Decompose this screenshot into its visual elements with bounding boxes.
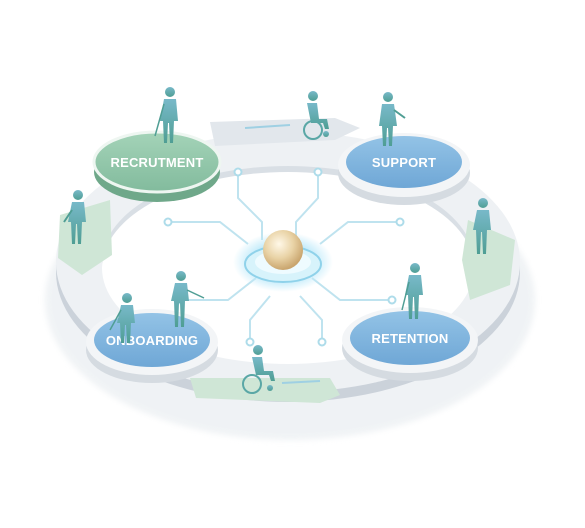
person-figure-icon <box>379 92 406 146</box>
label-recruitment: RECRUTMENT <box>111 155 204 170</box>
person-figure-icon <box>63 190 86 244</box>
arrow-bottom <box>190 378 340 403</box>
label-support: SUPPORT <box>372 155 436 170</box>
platform-support: SUPPORT <box>338 133 470 205</box>
central-hub <box>233 230 333 292</box>
people-figures <box>63 87 491 394</box>
circuit-lines <box>168 172 400 342</box>
label-onboarding: ONBOARDING <box>106 333 198 348</box>
ring-arrows <box>58 118 515 403</box>
platform-recruitment: RECRUTMENT <box>92 130 222 202</box>
person-figure-icon <box>401 263 423 319</box>
arrow-right <box>462 220 515 300</box>
person-figure-icon <box>171 271 205 327</box>
platform-retention: RETENTION <box>342 307 478 381</box>
platform-onboarding: ONBOARDING <box>86 309 218 383</box>
person-figure-icon <box>473 198 491 254</box>
person-figure-icon <box>109 293 135 343</box>
sphere-icon <box>263 230 303 270</box>
arrow-bottom-line <box>281 380 321 384</box>
label-retention: RETENTION <box>372 331 449 346</box>
arrow-top-line <box>244 124 291 129</box>
wheelchair-user-icon <box>303 91 329 140</box>
arrow-top <box>210 118 360 146</box>
wheelchair-user-icon <box>242 345 275 394</box>
person-figure-icon <box>154 87 178 143</box>
